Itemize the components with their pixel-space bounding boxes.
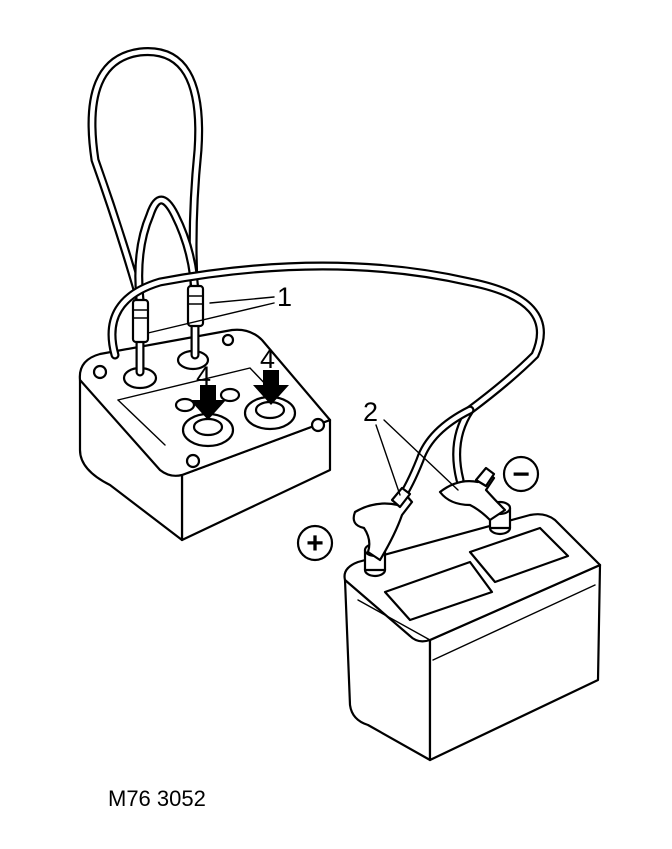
- output-terminal-left: [181, 412, 235, 448]
- negative-symbol: −: [502, 455, 540, 493]
- callout-terminal-left: 4: [196, 361, 211, 391]
- negative-symbol-label: −: [512, 458, 530, 491]
- supply-leads: [87, 47, 205, 377]
- figure-code: M76 3052: [108, 786, 206, 811]
- negative-clamp: [438, 466, 507, 522]
- positive-clamp: [352, 486, 414, 562]
- callout-clamps: 2: [363, 397, 378, 427]
- positive-symbol-label: +: [306, 527, 324, 560]
- output-terminal-right: [243, 395, 297, 431]
- callout-terminal-right: 4: [260, 344, 275, 374]
- arrow-right-icon: [253, 370, 289, 405]
- leader-lines: [147, 296, 459, 496]
- battery: [343, 500, 602, 762]
- callout-leads: 1: [277, 282, 292, 312]
- arrow-left-icon: [190, 385, 226, 420]
- battery-leads: [107, 261, 545, 505]
- positive-symbol: +: [296, 524, 334, 562]
